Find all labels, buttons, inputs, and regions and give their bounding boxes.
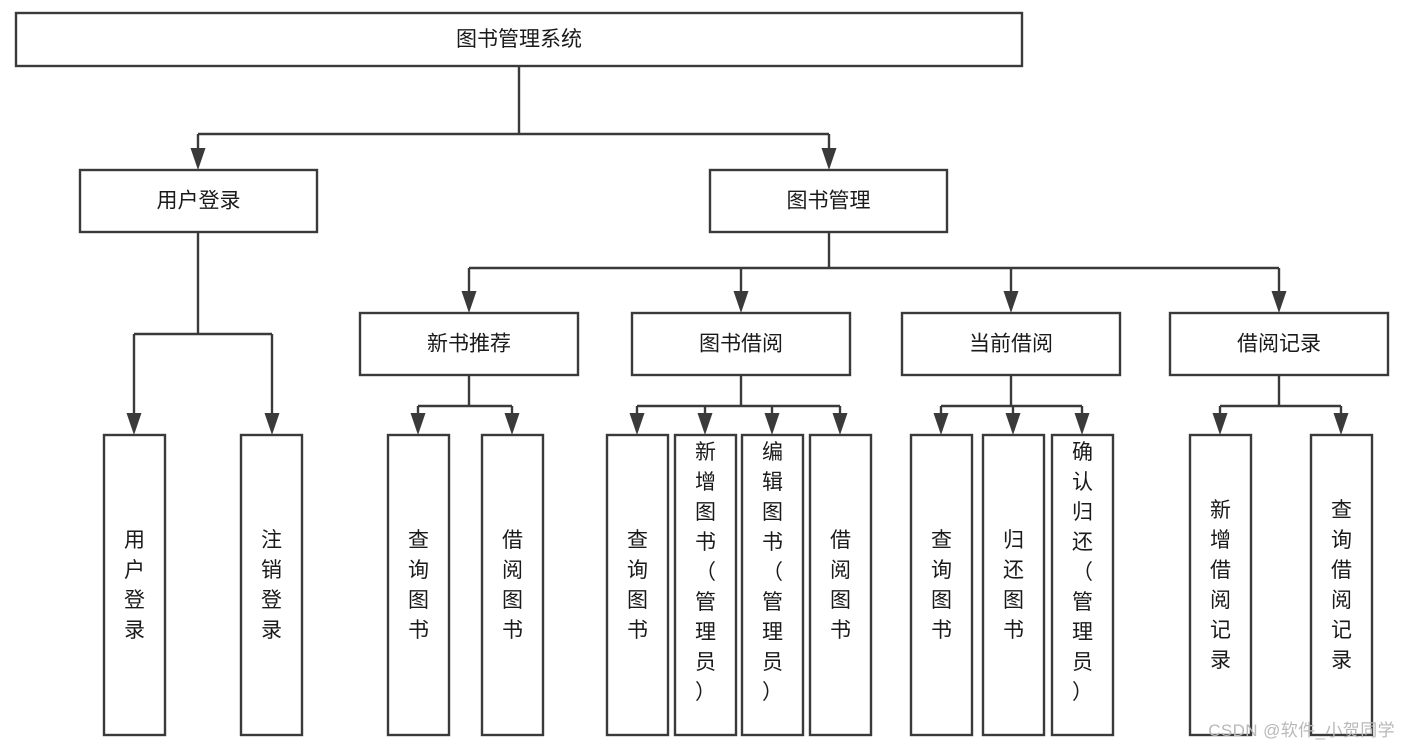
connector-borrow-record <box>1212 375 1349 435</box>
node-label: 查询图书 <box>931 529 952 642</box>
connector-arrowhead <box>126 413 142 435</box>
connector-arrowhead <box>1005 413 1021 435</box>
connector-book-borrow <box>629 375 848 435</box>
node-label: 新增图书（管理员） <box>695 441 716 704</box>
connector-arrowhead <box>1271 291 1287 313</box>
node-label: 图书管理 <box>787 190 871 213</box>
connector-arrowhead <box>629 413 645 435</box>
node-label: 新增借阅记录 <box>1210 499 1231 672</box>
node-label: 借阅记录 <box>1237 333 1321 356</box>
node-box <box>605 433 670 737</box>
node-box <box>630 311 852 377</box>
node-label: 图书管理系统 <box>456 28 582 51</box>
connector-arrowhead <box>1333 413 1349 435</box>
node-label: 归还图书 <box>1003 529 1024 642</box>
node-box <box>909 433 974 737</box>
node-box <box>900 311 1122 377</box>
connector-arrowhead <box>832 413 848 435</box>
node-label: 查询图书 <box>408 529 429 642</box>
node-user-login[interactable]: 用户登录 <box>78 168 319 234</box>
connector-book-manage <box>461 232 1287 313</box>
node-box <box>480 433 545 737</box>
connector-arrowhead <box>190 148 206 170</box>
node-current-borrow[interactable]: 当前借阅 <box>900 311 1122 377</box>
node-leaf-add-record[interactable]: 新增借阅记录 <box>1188 433 1253 737</box>
connector-root <box>190 66 837 170</box>
connector-arrowhead <box>504 413 520 435</box>
node-label: 当前借阅 <box>969 333 1053 356</box>
connector-arrowhead <box>264 413 280 435</box>
node-box <box>239 433 304 737</box>
node-leaf-query-book-1[interactable]: 查询图书 <box>386 433 451 737</box>
node-leaf-confirm-return[interactable]: 确认归还（管理员） <box>1050 433 1115 737</box>
node-label: 图书借阅 <box>699 333 783 356</box>
node-box <box>1188 433 1253 737</box>
connector-arrowhead <box>410 413 426 435</box>
node-label: 用户登录 <box>124 529 145 642</box>
node-root[interactable]: 图书管理系统 <box>14 11 1024 68</box>
connector-current-borrow <box>933 375 1090 435</box>
connector-arrowhead <box>1003 291 1019 313</box>
node-box <box>358 311 580 377</box>
connector-new-book-rec <box>410 375 520 435</box>
node-label: 查询图书 <box>627 529 648 642</box>
node-box <box>1309 433 1374 737</box>
node-book-manage[interactable]: 图书管理 <box>708 168 949 234</box>
node-box <box>981 433 1046 737</box>
node-leaf-query-book-2[interactable]: 查询图书 <box>605 433 670 737</box>
node-leaf-edit-book[interactable]: 编辑图书（管理员） <box>740 433 805 737</box>
node-leaf-borrow-book-2[interactable]: 借阅图书 <box>808 433 873 737</box>
node-leaf-borrow-book-1[interactable]: 借阅图书 <box>480 433 545 737</box>
connectors-layer <box>126 66 1349 435</box>
node-label: 新书推荐 <box>427 333 511 356</box>
node-label: 编辑图书（管理员） <box>762 441 783 704</box>
node-box <box>78 168 319 234</box>
node-box <box>1050 433 1115 737</box>
connector-arrowhead <box>461 291 477 313</box>
node-box <box>708 168 949 234</box>
node-box <box>673 433 738 737</box>
node-box <box>14 11 1024 68</box>
node-new-book-rec[interactable]: 新书推荐 <box>358 311 580 377</box>
node-box <box>808 433 873 737</box>
node-label: 注销登录 <box>261 529 282 642</box>
connector-arrowhead <box>821 148 837 170</box>
node-label: 借阅图书 <box>830 529 851 642</box>
node-box <box>102 433 167 737</box>
node-label: 查询借阅记录 <box>1331 499 1352 672</box>
node-leaf-user-login[interactable]: 用户登录 <box>102 433 167 737</box>
connector-arrowhead <box>933 413 949 435</box>
node-leaf-add-book[interactable]: 新增图书（管理员） <box>673 433 738 737</box>
csdn-watermark: CSDN @软件_小贺同学 <box>1208 721 1395 740</box>
node-leaf-user-logout[interactable]: 注销登录 <box>239 433 304 737</box>
node-leaf-query-record[interactable]: 查询借阅记录 <box>1309 433 1374 737</box>
node-book-borrow[interactable]: 图书借阅 <box>630 311 852 377</box>
connector-arrowhead <box>697 413 713 435</box>
node-label: 借阅图书 <box>502 529 523 642</box>
node-box <box>1168 311 1390 377</box>
connector-arrowhead <box>733 291 749 313</box>
connector-arrowhead <box>1212 413 1228 435</box>
node-borrow-record[interactable]: 借阅记录 <box>1168 311 1390 377</box>
node-box <box>740 433 805 737</box>
node-leaf-return-book[interactable]: 归还图书 <box>981 433 1046 737</box>
connector-user-login <box>126 232 280 435</box>
nodes-layer: 图书管理系统用户登录图书管理新书推荐图书借阅当前借阅借阅记录用户登录注销登录查询… <box>14 11 1390 737</box>
node-leaf-query-book-3[interactable]: 查询图书 <box>909 433 974 737</box>
node-label: 确认归还（管理员） <box>1072 441 1093 704</box>
connector-arrowhead <box>764 413 780 435</box>
node-box <box>386 433 451 737</box>
connector-arrowhead <box>1074 413 1090 435</box>
node-label: 用户登录 <box>157 190 241 213</box>
